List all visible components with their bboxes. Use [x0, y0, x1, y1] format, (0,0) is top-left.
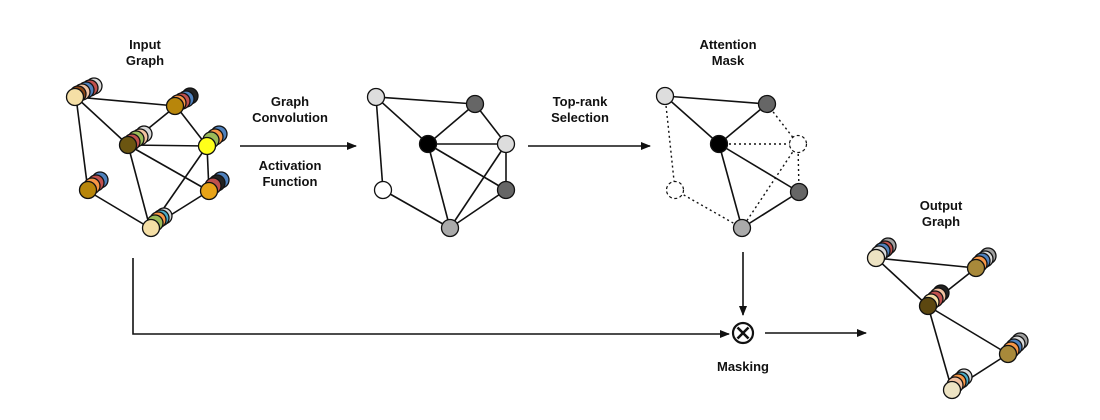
attention-label-line2: Mask: [712, 53, 745, 68]
edge: [382, 189, 451, 229]
edge: [427, 143, 507, 191]
dropped-edge: [741, 143, 799, 229]
edge: [449, 189, 507, 229]
attention-node-a: [655, 86, 675, 106]
dropped-edge: [766, 103, 799, 145]
output-node-f: [998, 332, 1029, 364]
input-node-a: [65, 77, 103, 107]
attention-node-f: [789, 182, 809, 202]
topk-label-line1: Top-rank: [553, 94, 608, 109]
output-graph-label-line1: Output: [920, 198, 963, 213]
edge: [375, 96, 384, 191]
conv-node-g: [440, 218, 460, 238]
input-graph-label-line2: Graph: [126, 53, 164, 68]
edge: [127, 144, 151, 229]
input-graph-label-line1: Input: [129, 37, 161, 52]
edge: [875, 257, 929, 307]
edge: [375, 96, 429, 145]
edge: [718, 143, 800, 193]
conv-node-a: [366, 87, 386, 107]
conv-node-c: [418, 134, 438, 154]
input-node-b: [165, 87, 199, 116]
input-node-f: [199, 171, 230, 201]
arrow-input-to-masking: [132, 258, 730, 338]
edge: [718, 143, 743, 229]
convolved-graph-edges: [375, 96, 507, 229]
conv-node-d: [496, 134, 516, 154]
attention-node-g: [732, 218, 752, 238]
input-node-d: [197, 125, 228, 156]
output-node-b: [966, 247, 997, 278]
attention-mask-graph: Attention Mask: [655, 37, 809, 238]
edge: [375, 96, 476, 105]
masking-label: Masking: [717, 359, 769, 374]
edge: [75, 96, 177, 107]
edge: [127, 144, 210, 192]
activation-label-line2: Function: [263, 174, 318, 189]
circle-times-icon: [731, 321, 755, 345]
conv-node-b: [465, 94, 485, 114]
edge: [927, 305, 1009, 355]
input-node-e: [78, 171, 109, 200]
edge: [75, 96, 129, 146]
edge: [664, 95, 720, 145]
conv-node-f: [496, 180, 516, 200]
conv-label-line1: Graph: [271, 94, 309, 109]
output-graph: Output Graph: [866, 198, 1029, 400]
edge: [449, 143, 507, 229]
input-node-g: [141, 207, 173, 238]
attention-node-b: [757, 94, 777, 114]
edge: [87, 190, 151, 229]
output-graph-edges: [875, 257, 1009, 391]
attention-dropped-edges: [664, 95, 800, 229]
input-graph-edges: [75, 96, 210, 229]
edge: [75, 96, 89, 192]
attention-label-line1: Attention: [699, 37, 756, 52]
edge: [664, 95, 768, 105]
edge: [427, 103, 476, 145]
input-node-c: [118, 125, 153, 155]
dropped-edge: [664, 95, 676, 191]
edge: [875, 257, 977, 269]
output-node-a: [866, 237, 897, 268]
conv-node-e: [373, 180, 393, 200]
edge: [741, 191, 800, 229]
conv-label-line2: Convolution: [252, 110, 328, 125]
edge: [927, 305, 953, 391]
output-node-g: [942, 368, 973, 400]
output-graph-label-line2: Graph: [922, 214, 960, 229]
activation-label-line1: Activation: [259, 158, 322, 173]
dropped-edge: [674, 189, 743, 229]
attention-edges: [664, 95, 800, 229]
attention-node-e-masked: [665, 180, 685, 200]
output-node-c: [918, 284, 950, 316]
edge: [718, 103, 768, 145]
topk-label-line2: Selection: [551, 110, 609, 125]
attention-node-c: [709, 134, 729, 154]
attention-node-d-masked: [788, 134, 808, 154]
convolved-graph: [366, 87, 516, 238]
edge: [427, 143, 451, 229]
input-graph: Input Graph: [65, 37, 230, 238]
